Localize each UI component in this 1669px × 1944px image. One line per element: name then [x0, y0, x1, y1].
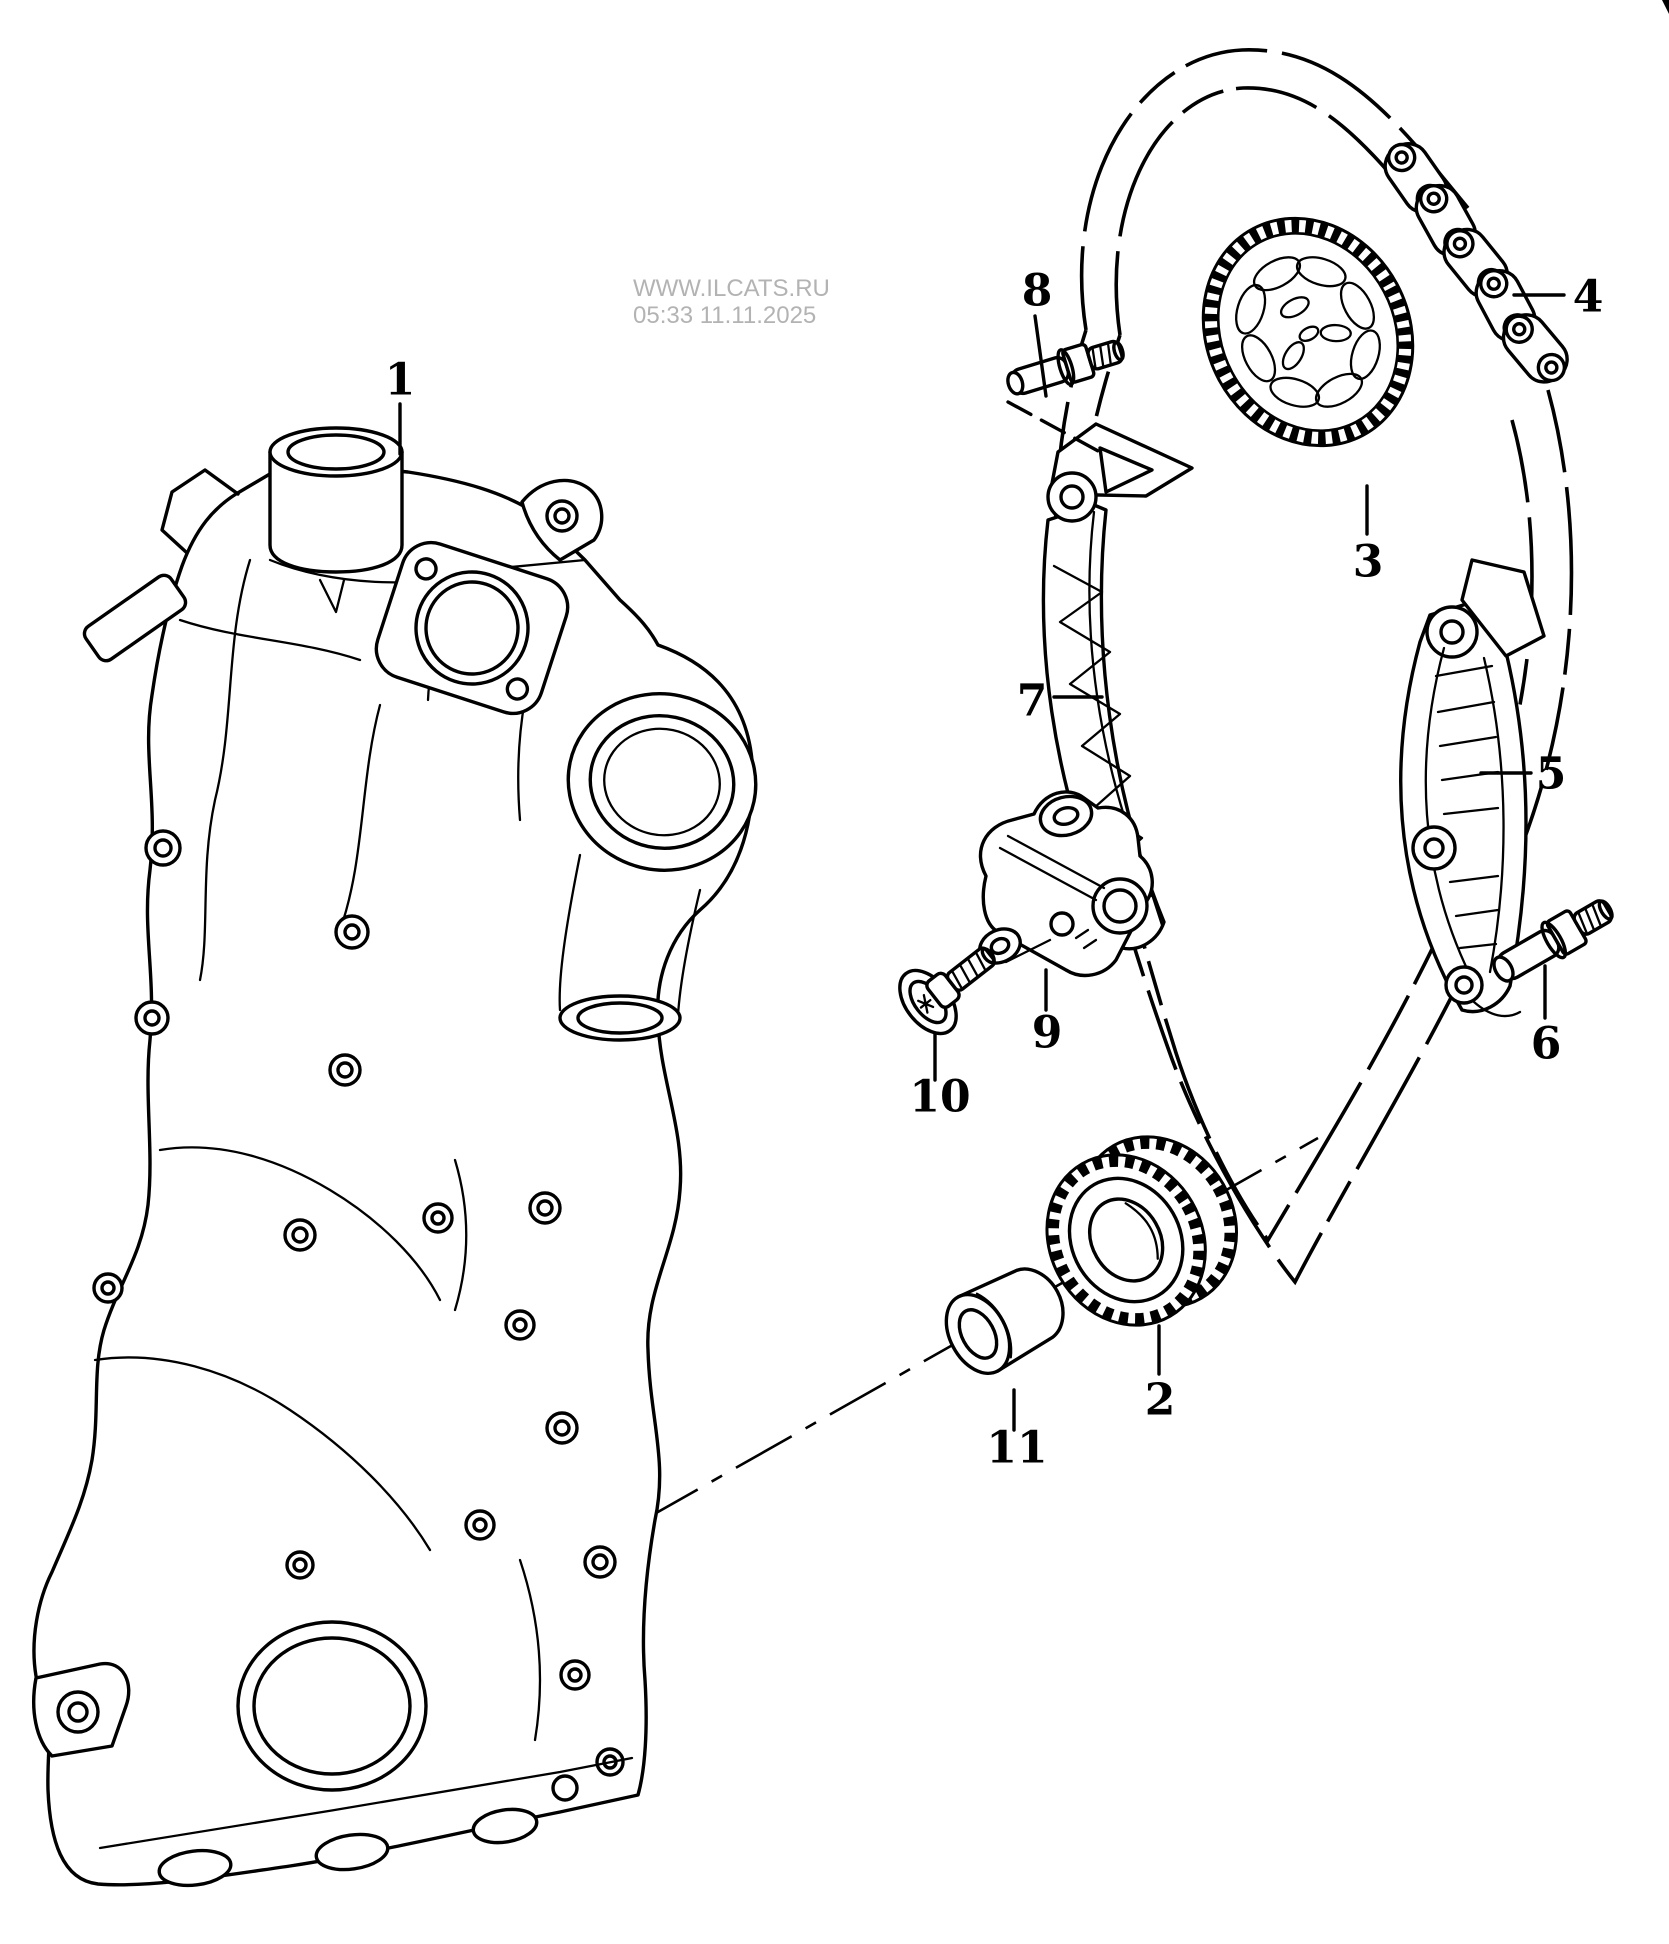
- callout-11[interactable]: 11: [986, 1423, 1047, 1474]
- crankshaft-sprocket: [1045, 1135, 1238, 1327]
- callout-7[interactable]: 7: [1017, 676, 1048, 727]
- callout-5[interactable]: 5: [1536, 749, 1567, 800]
- camshaft-sprocket: [1201, 216, 1415, 448]
- watermark: WWW.ILCATS.RU 05:33 11.11.2025: [633, 275, 830, 329]
- bushing: [944, 1267, 1065, 1376]
- bolt-6: [1492, 899, 1614, 983]
- watermark-site: WWW.ILCATS.RU: [633, 275, 830, 302]
- callout-10[interactable]: 10: [909, 1072, 970, 1123]
- bolt-10: [898, 938, 1052, 1036]
- callouts-layer: 1 2 3 4 5 6 7 8 9 10 11: [385, 266, 1604, 1474]
- flanged-opening: [374, 540, 570, 716]
- callout-2[interactable]: 2: [1145, 1375, 1176, 1426]
- bolt-bosses: [92, 829, 625, 1777]
- callout-9[interactable]: 9: [1032, 1008, 1063, 1059]
- callout-8[interactable]: 8: [1022, 266, 1053, 317]
- callout-4[interactable]: 4: [1573, 272, 1604, 323]
- crankshaft-axis-line: [641, 1136, 1319, 1523]
- assembly-arrow-head: [1098, 446, 1154, 494]
- watermark-timestamp: 05:33 11.11.2025: [633, 302, 816, 329]
- cylinder-boss: [268, 426, 404, 614]
- engine-front-cover: [32, 426, 758, 1888]
- scan-artifact: [1662, 0, 1669, 14]
- assembly-arrow-line: [1006, 400, 1102, 454]
- callout-3[interactable]: 3: [1353, 537, 1384, 588]
- callout-1[interactable]: 1: [385, 355, 416, 406]
- callout-6[interactable]: 6: [1531, 1019, 1562, 1070]
- bolt-8: [1006, 339, 1154, 494]
- large-cylinder: [558, 692, 758, 1042]
- callout-leader-8: [1033, 314, 1048, 398]
- guide-rail: [1399, 558, 1546, 1018]
